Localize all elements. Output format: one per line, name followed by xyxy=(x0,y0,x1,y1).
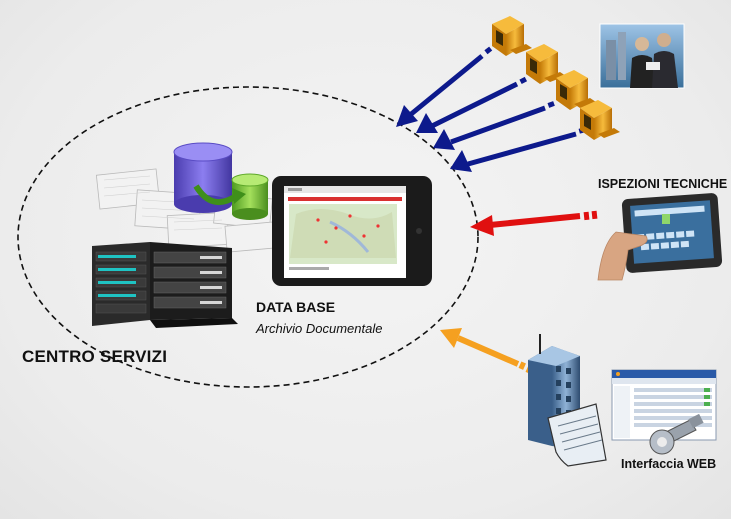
people-photo-icon xyxy=(599,23,685,89)
web-to-center-arrow xyxy=(440,328,533,374)
tablet-map-icon xyxy=(272,176,432,286)
database-cylinders-icon xyxy=(95,142,278,253)
interfaccia-web-label: Interfaccia WEB xyxy=(621,457,717,471)
office-building-icon xyxy=(528,334,607,467)
inspection-to-center-arrow xyxy=(470,210,598,236)
computer-to-center-arrows xyxy=(396,46,586,172)
desktop-computer-icon xyxy=(492,16,620,140)
wrench-icon xyxy=(649,413,704,455)
archivio-documentale-label: Archivio Documentale xyxy=(256,321,383,336)
touch-tablet-icon xyxy=(597,193,723,281)
database-label: DATA BASE xyxy=(256,299,336,315)
centro-servizi-boundary xyxy=(17,86,479,388)
web-browser-window-icon xyxy=(611,369,717,441)
ispezioni-tecniche-label: ISPEZIONI TECNICHE xyxy=(598,177,728,191)
centro-servizi-label: CENTRO SERVIZI xyxy=(22,347,168,366)
server-rack-icon xyxy=(92,242,238,328)
